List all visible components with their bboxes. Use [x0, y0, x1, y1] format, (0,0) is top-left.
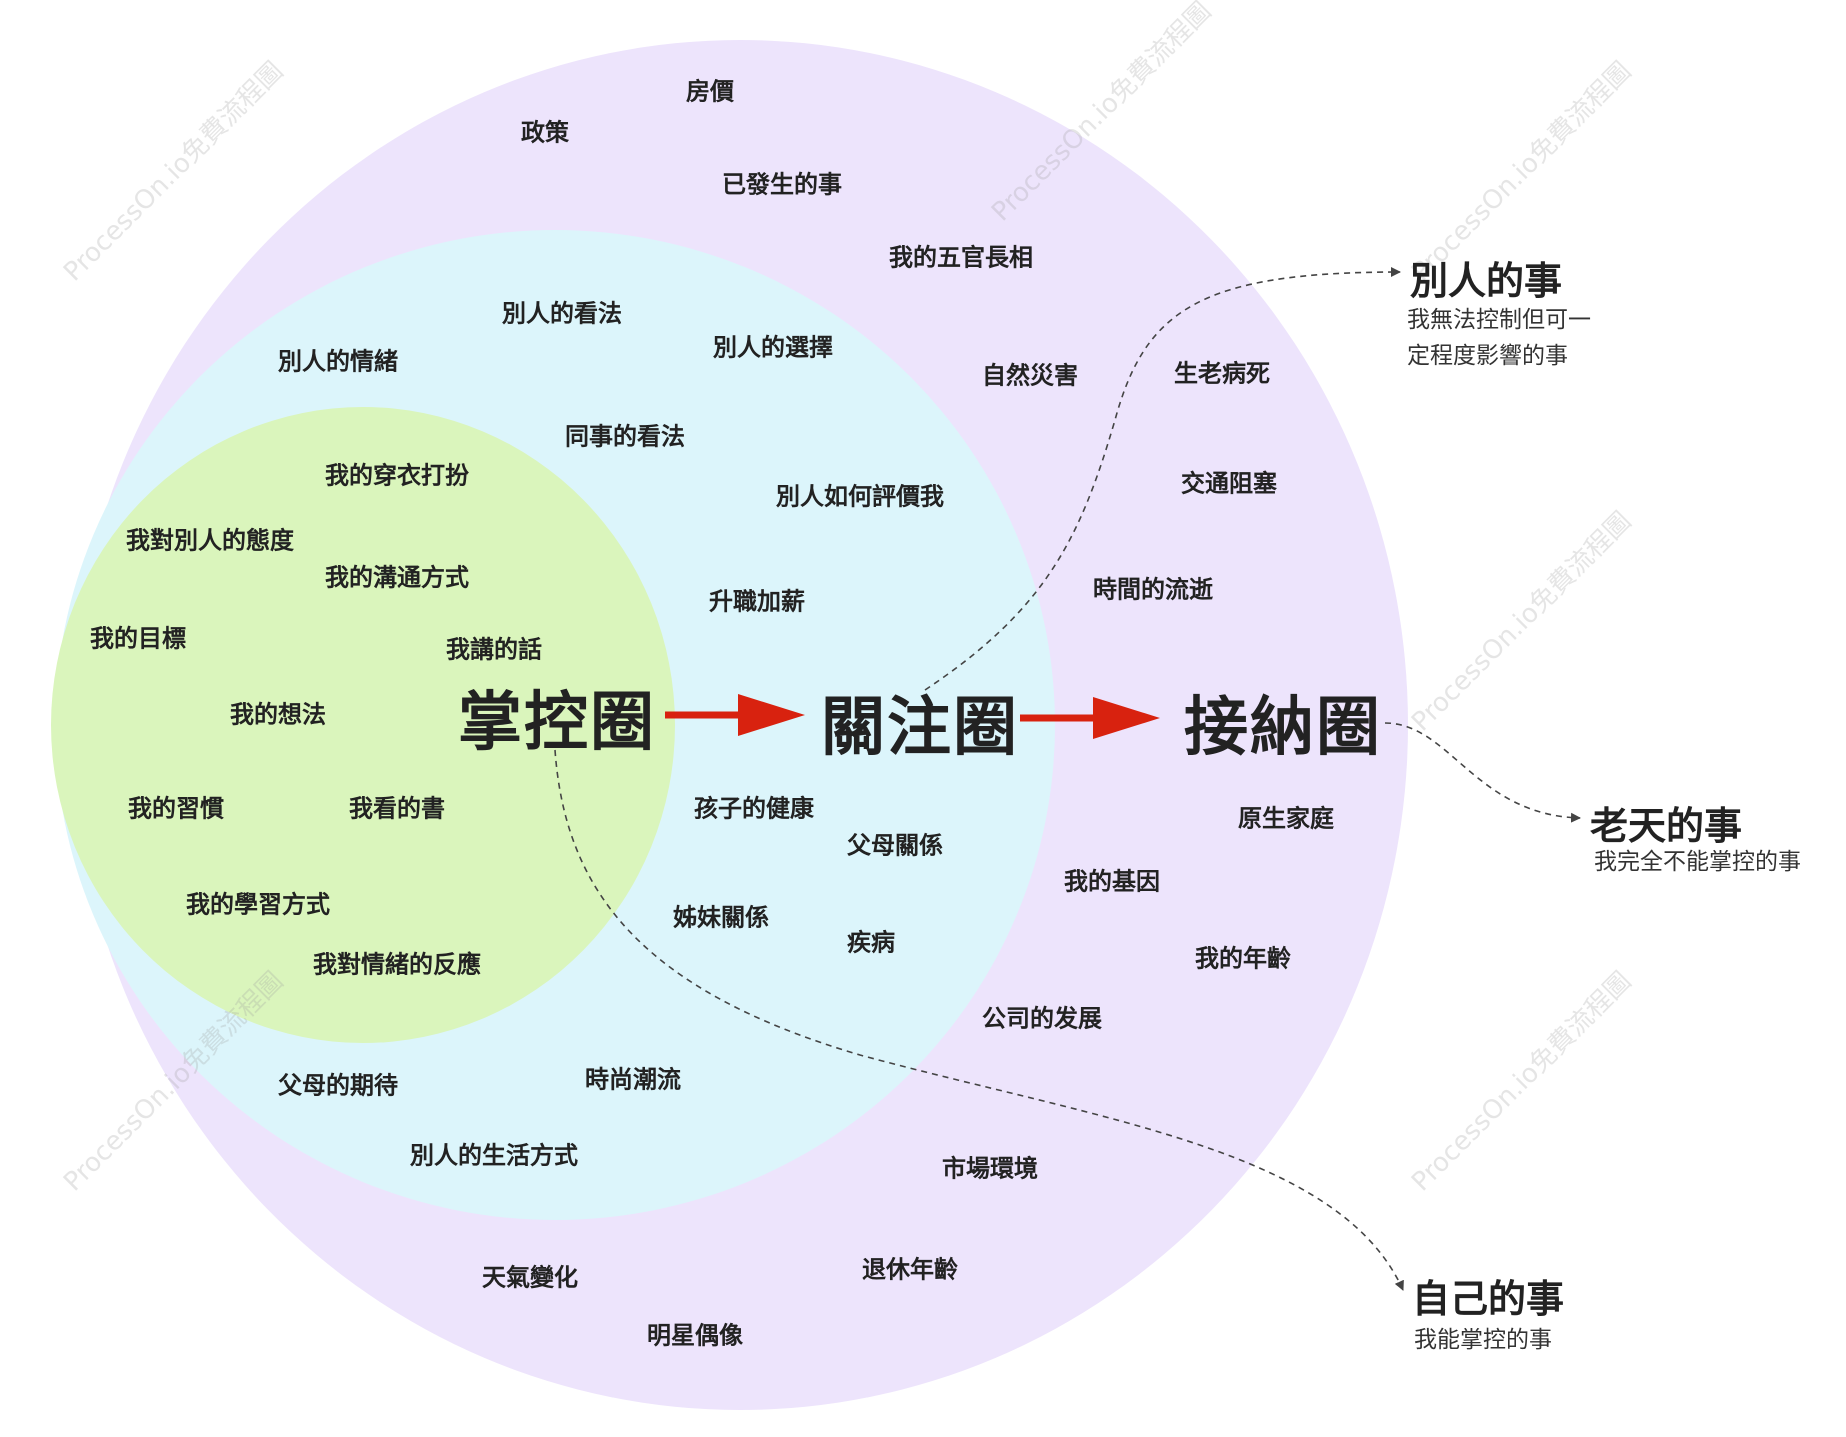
legend-others-desc-line1: 我無法控制但可一: [1407, 307, 1591, 333]
concern-item: 別人如何評價我: [776, 482, 944, 511]
accept-item: 公司的发展: [982, 1004, 1102, 1033]
concern-circle-title: 關注圈: [821, 691, 1019, 765]
accept-item: 我的年齡: [1195, 944, 1291, 973]
connector-to-heaven: [1384, 722, 1581, 823]
accept-item: 退休年齡: [862, 1255, 958, 1284]
control-item: 我的溝通方式: [325, 563, 469, 592]
concern-item: 時尚潮流: [585, 1065, 681, 1094]
legend-heaven-title: 老天的事: [1590, 804, 1743, 848]
concern-item: 疾病: [847, 928, 895, 957]
arrow-control-to-concern: [665, 694, 805, 736]
control-item: 我對別人的態度: [126, 526, 294, 555]
accept-item: 天氣變化: [482, 1263, 578, 1292]
accept-item: 政策: [521, 118, 569, 147]
control-item: 我看的書: [349, 794, 445, 823]
accept-item: 市場環境: [942, 1154, 1038, 1183]
accept-item: 自然災害: [982, 361, 1078, 390]
accept-item: 交通阻塞: [1181, 469, 1277, 498]
legend-heaven-desc: 我完全不能掌控的事: [1594, 849, 1801, 875]
accept-circle-title: 接納圈: [1184, 691, 1382, 765]
concern-item: 同事的看法: [565, 422, 685, 451]
concern-item: 別人的看法: [502, 299, 622, 328]
control-item: 我講的話: [446, 635, 542, 664]
control-item: 我的穿衣打扮: [325, 461, 469, 490]
accept-item: 原生家庭: [1238, 804, 1334, 833]
control-item: 我的想法: [230, 700, 326, 729]
control-item: 我的習慣: [128, 794, 224, 823]
accept-item: 生老病死: [1174, 359, 1270, 388]
legend-others-desc: 我無法控制但可一 定程度影響的事: [1407, 302, 1591, 374]
concern-item: 別人的情緒: [278, 347, 398, 376]
legend-self-desc: 我能掌控的事: [1414, 1327, 1552, 1353]
accept-item: 明星偶像: [647, 1321, 743, 1350]
concern-item: 升職加薪: [709, 587, 805, 616]
concern-item: 父母的期待: [278, 1071, 398, 1100]
accept-item: 已發生的事: [722, 170, 842, 199]
concern-item: 姊妹關係: [673, 903, 769, 932]
concern-item: 別人的選擇: [713, 333, 833, 362]
connector-to-self: [554, 749, 1404, 1291]
accept-item: 房價: [686, 77, 734, 106]
accept-item: 時間的流逝: [1093, 575, 1213, 604]
accept-item: 我的基因: [1064, 867, 1160, 896]
control-item: 我對情緒的反應: [313, 950, 481, 979]
control-circle: [51, 407, 675, 1043]
concern-item: 別人的生活方式: [410, 1141, 578, 1170]
control-circle-title: 掌控圈: [458, 686, 656, 760]
legend-others-desc-line2: 定程度影響的事: [1407, 343, 1568, 369]
accept-item: 我的五官長相: [889, 243, 1033, 272]
concern-item: 父母關係: [847, 831, 943, 860]
concern-item: 孩子的健康: [694, 794, 814, 823]
control-item: 我的學習方式: [186, 890, 330, 919]
control-item: 我的目標: [90, 624, 186, 653]
legend-others-title: 別人的事: [1410, 259, 1563, 303]
arrow-concern-to-accept: [1020, 697, 1160, 739]
legend-self-title: 自己的事: [1412, 1277, 1565, 1321]
